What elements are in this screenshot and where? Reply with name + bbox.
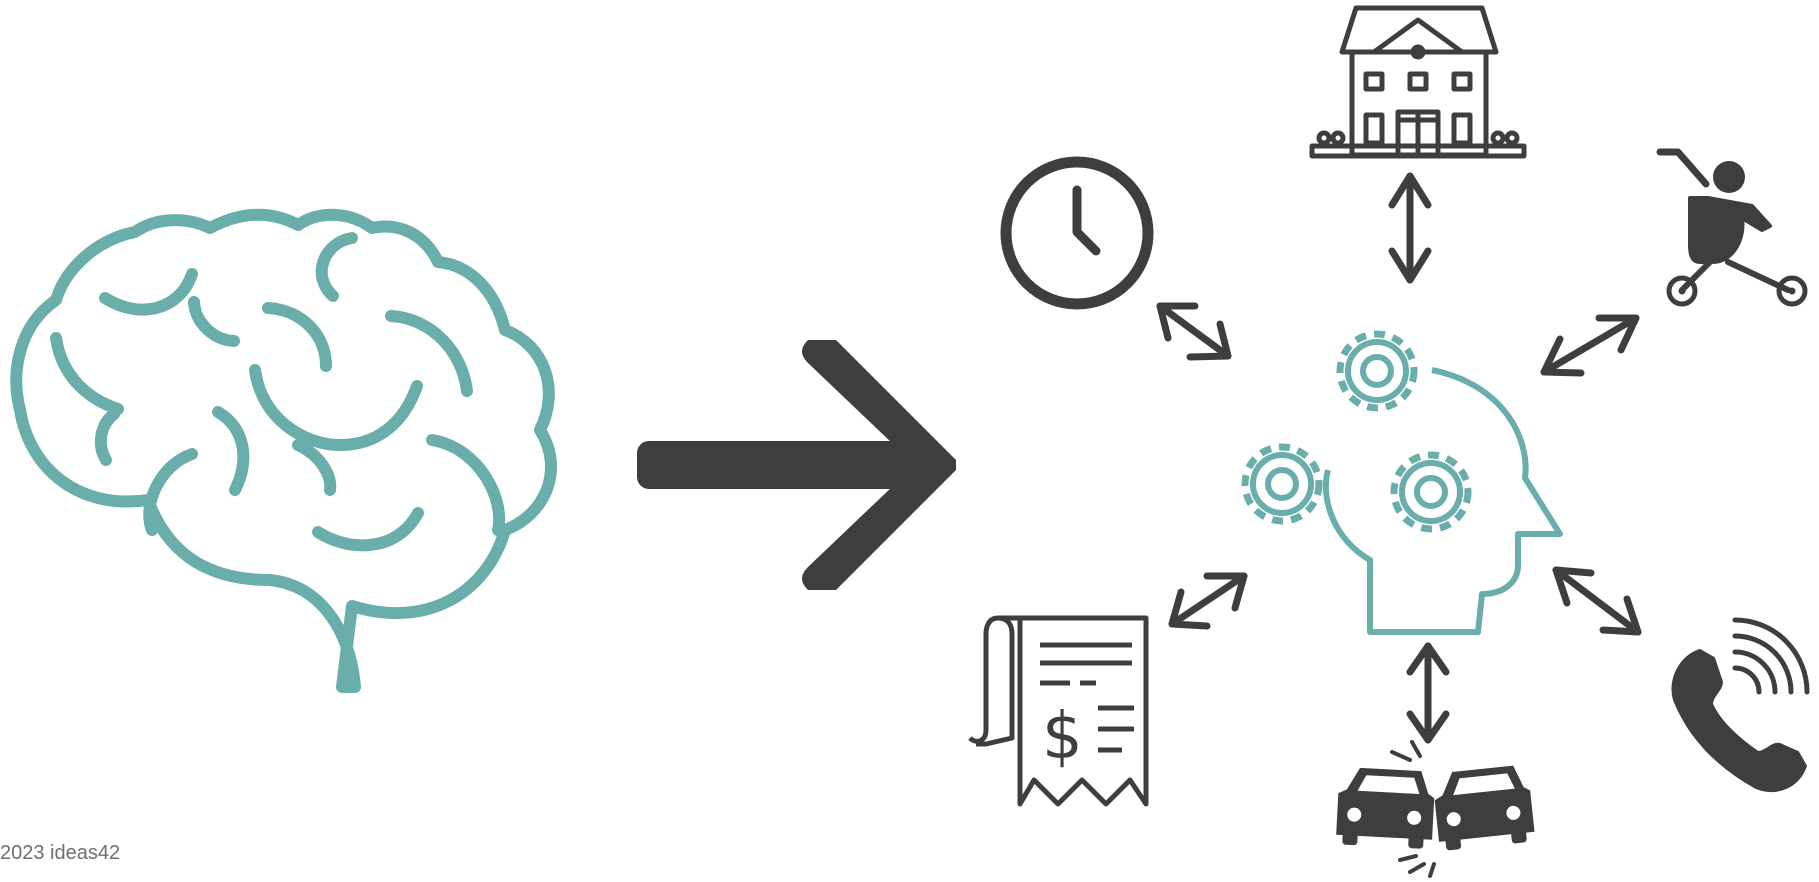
- stroller-icon: [1656, 148, 1808, 307]
- double-arrow-bill: [1168, 572, 1248, 630]
- gear-icon: [1394, 455, 1468, 529]
- brain-icon: [10, 208, 557, 693]
- double-arrow-house: [1388, 172, 1432, 284]
- phone-call-icon: [1671, 617, 1810, 792]
- svg-text:$: $: [1042, 700, 1083, 774]
- bill-receipt-icon: $: [968, 615, 1149, 807]
- gear-icon: [1245, 447, 1319, 521]
- copyright-credit: 2023 ideas42: [0, 842, 121, 864]
- head-gears-icon: [1245, 334, 1563, 635]
- gear-icon: [1340, 334, 1414, 408]
- house-icon: [1309, 5, 1527, 159]
- clock-icon: [1000, 156, 1154, 310]
- double-arrow-clock: [1156, 302, 1232, 361]
- arrow-right-icon: [637, 340, 956, 590]
- car-crash-icon: [1336, 740, 1535, 878]
- double-arrow-car-crash: [1406, 642, 1450, 744]
- double-arrow-phone: [1552, 566, 1642, 636]
- double-arrow-stroller: [1540, 314, 1640, 377]
